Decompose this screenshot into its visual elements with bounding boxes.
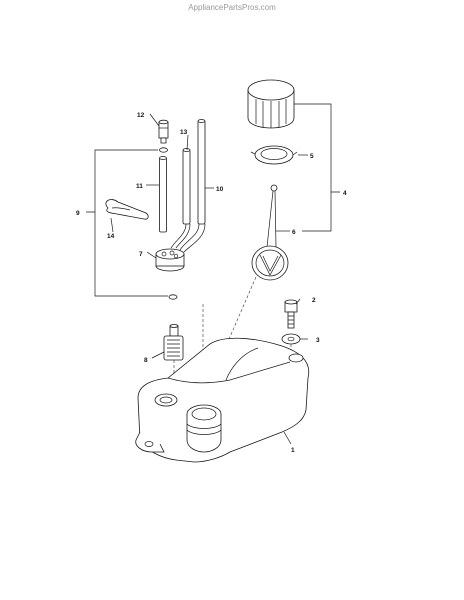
callout-1: 1 (291, 447, 295, 454)
line-connector-13 (170, 223, 187, 249)
callout-10: 10 (216, 186, 224, 193)
callout-2: 2 (312, 297, 316, 304)
callout-3: 3 (316, 337, 320, 344)
callout-5: 5 (310, 153, 314, 160)
callout-13: 13 (180, 129, 188, 136)
callout-7: 7 (139, 251, 143, 258)
part-3-washer[interactable] (281, 333, 301, 345)
part-10-fuel-line[interactable] (197, 119, 206, 225)
part-8-fuel-filter[interactable] (163, 324, 184, 361)
part-11-fuel-line[interactable] (159, 156, 167, 233)
callout-6: 6 (292, 229, 296, 236)
clip-inner (111, 207, 131, 211)
dash-strainer-to-tank (205, 276, 257, 393)
part-13-fuel-line[interactable] (182, 148, 191, 225)
callout-12: 12 (137, 112, 145, 119)
callout-4: 4 (343, 190, 347, 197)
part-5-gasket-ring[interactable] (250, 145, 298, 165)
line-connector-10 (179, 223, 200, 251)
part-1-fuel-tank[interactable] (135, 337, 310, 463)
callout-11: 11 (136, 183, 143, 190)
watermark-text: AppliancePartsPros.com (188, 3, 276, 12)
part-7-grommet[interactable] (155, 248, 185, 272)
line-connector-13b (175, 223, 191, 249)
bracket-4 (292, 103, 340, 232)
part-6-strainer[interactable] (251, 184, 289, 281)
callout-8: 8 (144, 357, 148, 364)
part-12-cap[interactable] (158, 119, 169, 144)
oring-bottom[interactable] (168, 294, 178, 300)
leader-lines (110, 113, 308, 445)
part-4-tank-cap[interactable] (247, 79, 295, 129)
callout-14: 14 (107, 233, 115, 240)
bracket-9 (86, 149, 168, 297)
callout-9: 9 (76, 210, 80, 217)
part-2-screw[interactable] (284, 299, 298, 329)
oring-top[interactable] (159, 147, 168, 153)
line-connector-10b (183, 223, 206, 253)
